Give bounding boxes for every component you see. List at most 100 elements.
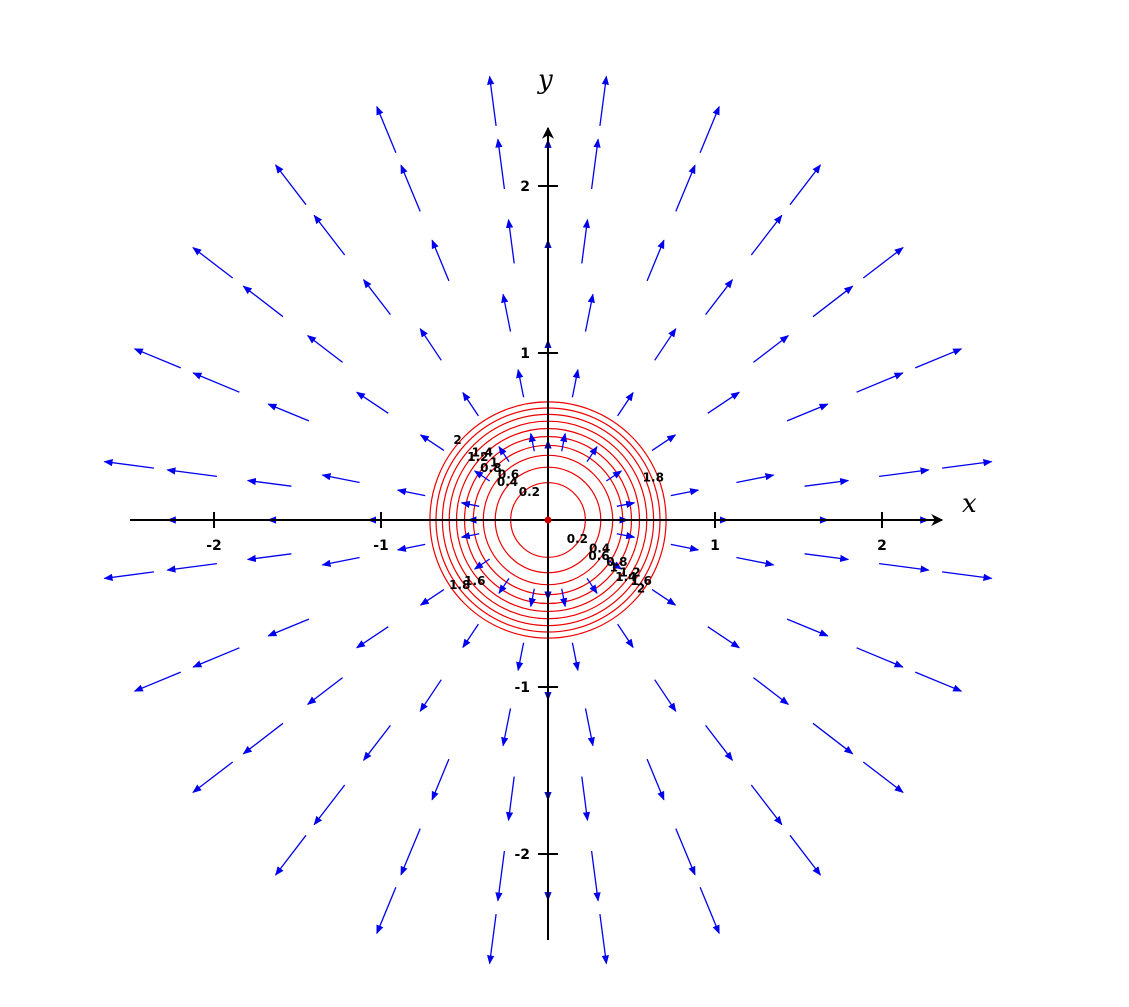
vector-arrow — [750, 784, 783, 826]
x-tick-label: 2 — [877, 538, 887, 554]
vector-arrow — [804, 553, 850, 563]
vector-arrow — [321, 556, 360, 567]
vector-arrow — [396, 543, 426, 552]
vector-arrow — [313, 784, 346, 826]
vector-arrow — [789, 164, 821, 206]
vector-arrow — [419, 434, 445, 451]
vector-arrow — [355, 391, 389, 414]
vector-arrow — [516, 368, 525, 398]
x-tick-label: -2 — [206, 538, 222, 554]
vector-arrow — [670, 543, 700, 552]
vector-arrow — [856, 647, 904, 668]
vector-arrow — [599, 914, 609, 965]
vector-arrow — [462, 623, 479, 649]
vector-arrow — [753, 677, 790, 705]
vector-arrow — [431, 758, 450, 801]
vector-arrow — [654, 679, 677, 713]
vector-arrow — [516, 642, 525, 672]
vector-arrow — [275, 834, 307, 876]
vector-arrow — [879, 467, 930, 478]
vector-arrow — [789, 834, 821, 876]
vector-arrow — [651, 589, 677, 606]
vector-arrow — [528, 432, 536, 452]
vector-arrow — [501, 708, 512, 747]
vector-arrow — [584, 293, 595, 332]
vector-arrow — [707, 391, 741, 414]
vector-arrow — [571, 368, 580, 398]
vector-arrow — [651, 434, 677, 451]
vector-arrow — [376, 105, 397, 154]
vector-arrow — [528, 588, 536, 608]
vector-arrow — [306, 335, 343, 363]
vector-arrow — [862, 761, 904, 793]
vector-arrow — [879, 562, 930, 573]
vector-arrow — [586, 445, 598, 463]
vector-arrow — [705, 278, 733, 315]
y-tick-label: 2 — [520, 179, 530, 195]
vector-arrow — [675, 164, 696, 212]
vector-arrow — [616, 500, 636, 508]
vector-arrow — [616, 532, 636, 540]
contour-label: 1.2 — [467, 450, 488, 464]
vector-arrow — [419, 679, 442, 713]
vector-arrow — [246, 477, 292, 487]
vector-arrow — [617, 391, 634, 417]
contour-label: 2 — [453, 433, 461, 447]
x-tick-label: 1 — [710, 538, 720, 554]
vector-arrow — [242, 722, 284, 755]
vector-arrow — [363, 278, 391, 315]
contour-label: 0.8 — [480, 461, 501, 475]
vector-arrow — [419, 327, 442, 361]
vector-arrow — [192, 372, 240, 393]
vector-arrow — [400, 828, 421, 876]
y-tick-label: 1 — [520, 346, 530, 362]
vector-arrow — [166, 562, 217, 573]
vector-arrow — [646, 239, 665, 282]
vector-arrow — [705, 725, 733, 762]
vector-arrow — [501, 293, 512, 332]
vector-arrow — [275, 164, 307, 206]
vector-arrow — [605, 470, 623, 482]
vector-arrow — [376, 886, 397, 935]
vector-arrow — [133, 671, 182, 692]
vector-arrow — [856, 372, 904, 393]
vector-arrow — [462, 391, 479, 417]
vector-arrow — [473, 558, 491, 570]
vector-arrow — [419, 589, 445, 606]
vector-arrow — [707, 626, 741, 649]
contour-label: 1.4 — [472, 446, 493, 460]
vector-arrow — [363, 725, 391, 762]
vector-arrow — [646, 758, 665, 801]
vector-arrow — [321, 473, 360, 484]
vector-arrow — [133, 348, 182, 369]
vector-arrow — [487, 914, 497, 965]
vector-arrow — [487, 75, 497, 126]
vector-arrow — [505, 218, 515, 264]
vector-arrow — [581, 218, 591, 264]
vector-arrow — [355, 626, 389, 649]
vector-arrow — [473, 470, 491, 482]
y-tick-label: -1 — [514, 680, 530, 696]
contour-label: 0.2 — [519, 485, 540, 499]
vector-arrow — [786, 403, 829, 422]
contour-label: 0.6 — [588, 549, 609, 563]
vector-arrow — [812, 722, 854, 755]
vector-arrow — [812, 285, 854, 318]
vector-arrow — [914, 671, 963, 692]
vector-arrow — [586, 577, 598, 595]
x-tick-label: -1 — [373, 538, 389, 554]
vector-arrow — [736, 473, 775, 484]
vector-arrow — [246, 553, 292, 563]
vector-arrow — [599, 75, 609, 126]
vector-arrow — [571, 642, 580, 672]
vector-arrow — [560, 432, 568, 452]
vector-arrow — [192, 647, 240, 668]
vector-arrow — [750, 214, 783, 256]
vector-arrow — [505, 776, 515, 822]
vector-arrow — [560, 588, 568, 608]
contour-label: 0.8 — [606, 555, 627, 569]
vector-arrow — [584, 708, 595, 747]
vector-arrow — [786, 618, 829, 637]
